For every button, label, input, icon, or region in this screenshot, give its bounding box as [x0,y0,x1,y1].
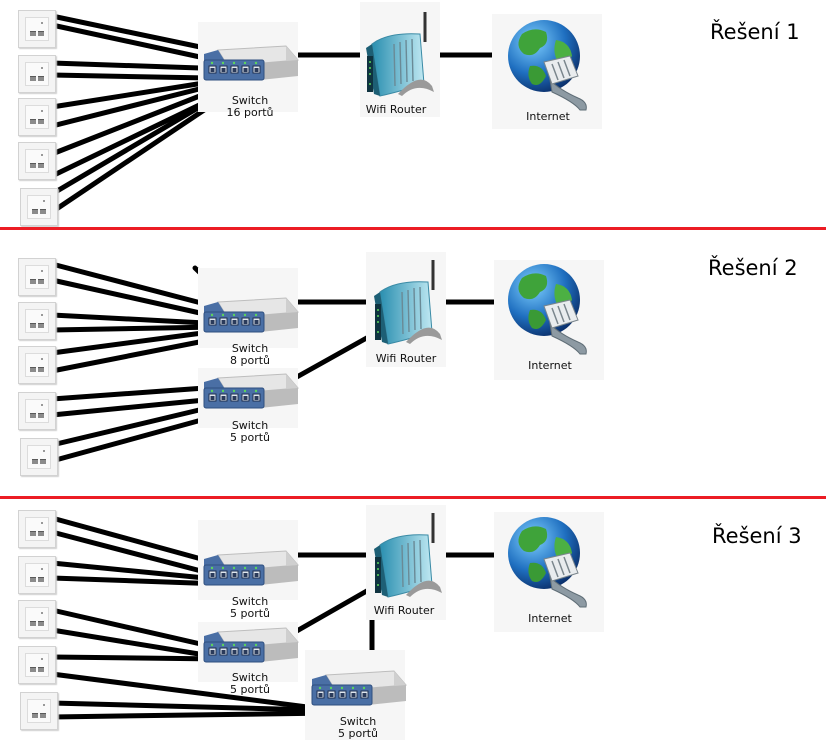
network-cable [49,397,208,418]
network-switch-icon[interactable] [200,292,300,342]
network-cable [49,82,218,129]
network-cable [49,627,208,658]
network-cable [49,22,203,60]
network-switch-icon[interactable] [200,622,300,672]
router-label: Wifi Router [375,352,437,365]
network-cable [49,607,208,648]
internet-label: Internet [528,612,572,625]
network-switch-icon[interactable] [308,665,408,715]
network-cable [49,402,223,448]
network-cable [49,529,208,575]
network-cable [49,671,318,711]
wall-port-icon[interactable] [18,98,56,136]
wall-port-icon[interactable] [18,10,56,48]
network-switch-icon[interactable] [200,40,300,90]
network-cable [49,327,228,356]
network-switch-icon[interactable] [200,368,300,418]
network-cable [49,710,335,720]
wall-port-icon[interactable] [18,600,56,638]
wall-port-icon[interactable] [20,438,58,476]
wall-port-icon[interactable] [18,646,56,684]
network-cable [49,385,208,402]
network-cable [49,72,211,81]
wall-port-icon[interactable] [18,556,56,594]
wall-port-icon[interactable] [20,692,58,730]
network-cable [49,560,208,581]
network-cable [49,277,203,316]
network-cable [49,13,208,51]
section-divider [0,227,826,230]
globe-internet-icon[interactable] [500,262,600,357]
network-cable [49,654,225,662]
network-cable [292,585,375,635]
wifi-router-icon[interactable] [366,252,446,347]
solution-3-title: Řešení 3 [712,524,802,548]
section-divider [0,496,826,499]
network-cable [49,312,208,326]
network-cable [49,515,208,563]
router-label: Wifi Router [365,103,427,116]
network-cable [49,575,225,587]
globe-internet-icon[interactable] [500,515,600,610]
wall-port-icon[interactable] [20,188,58,226]
solution-2-title: Řešení 2 [708,256,798,280]
network-cable [49,85,223,157]
network-cable [49,324,221,333]
wall-port-icon[interactable] [18,55,56,93]
internet-label: Internet [526,110,570,123]
wifi-router-icon[interactable] [358,4,438,99]
wall-port-icon[interactable] [18,258,56,296]
wall-port-icon[interactable] [18,510,56,548]
network-cable [292,332,375,381]
network-cable [49,79,213,110]
network-cable [49,89,228,197]
network-cable [49,92,223,179]
wall-port-icon[interactable] [18,302,56,340]
network-switch-icon[interactable] [200,545,300,595]
wall-port-icon[interactable] [18,392,56,430]
internet-label: Internet [528,359,572,372]
wall-port-icon[interactable] [18,346,56,384]
network-cable [49,700,321,713]
network-cable [49,261,208,307]
wifi-router-icon[interactable] [366,505,446,600]
globe-internet-icon[interactable] [500,18,600,113]
wall-port-icon[interactable] [18,142,56,180]
solution-1-title: Řešení 1 [710,20,800,44]
router-label: Wifi Router [373,604,435,617]
network-cable [49,60,203,71]
network-cable [49,93,228,215]
